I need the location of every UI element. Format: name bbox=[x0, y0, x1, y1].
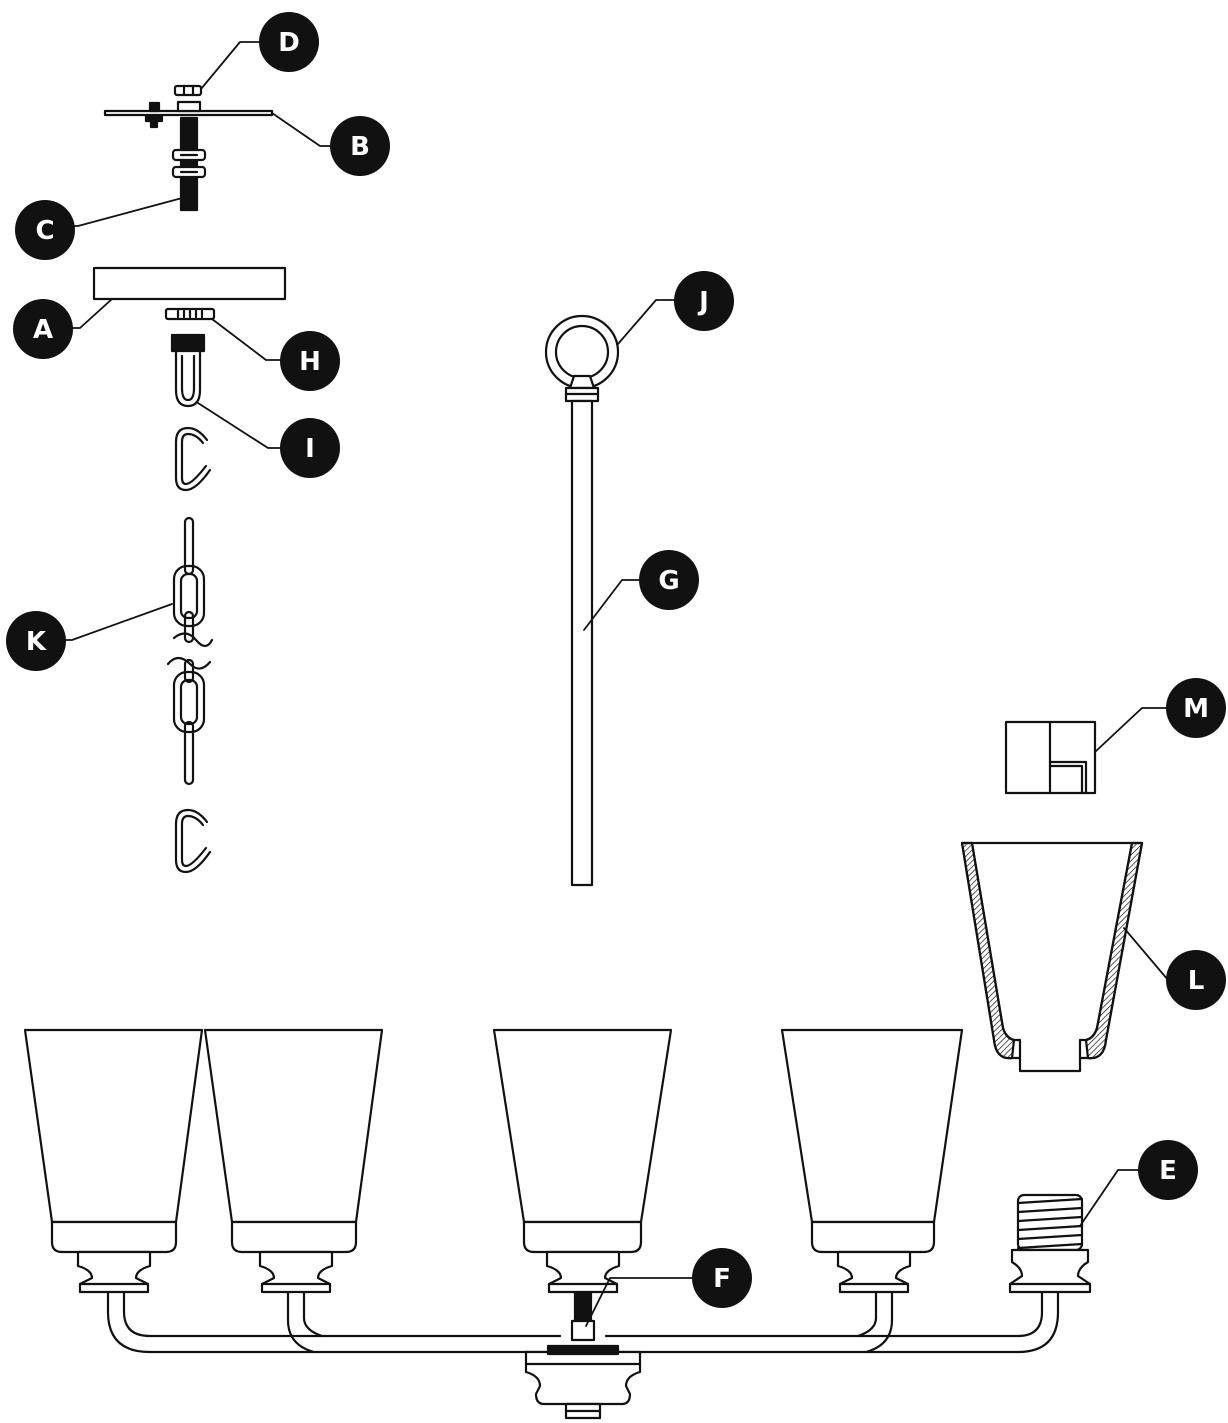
callout-L: L bbox=[1166, 950, 1226, 1010]
downrod-part bbox=[570, 399, 594, 887]
callout-I: I bbox=[280, 418, 340, 478]
callout-G: G bbox=[639, 550, 699, 610]
fixture-shade-4 bbox=[780, 1028, 964, 1294]
s-hook-upper bbox=[174, 426, 212, 492]
callout-label-G: G bbox=[658, 566, 679, 596]
box-part bbox=[1004, 720, 1097, 795]
s-hook-lower bbox=[174, 808, 212, 874]
callout-E: E bbox=[1138, 1140, 1198, 1200]
hex-nut-part bbox=[173, 84, 203, 97]
socket-part bbox=[1008, 1193, 1092, 1294]
callout-label-H: H bbox=[299, 347, 321, 377]
callout-M: M bbox=[1166, 678, 1226, 738]
callout-label-A: A bbox=[33, 315, 53, 345]
callout-label-I: I bbox=[305, 434, 315, 464]
glass-shade-part bbox=[960, 841, 1144, 1073]
callout-D: D bbox=[259, 12, 319, 72]
callout-J: J bbox=[674, 271, 734, 331]
callout-B: B bbox=[330, 116, 390, 176]
center-rod-part bbox=[570, 1291, 596, 1342]
threaded-nipple-part bbox=[171, 116, 207, 212]
callout-label-E: E bbox=[1159, 1156, 1177, 1186]
loop-part bbox=[170, 333, 206, 408]
fixture-shade-2 bbox=[203, 1028, 384, 1294]
callout-F: F bbox=[692, 1248, 752, 1308]
canopy-part bbox=[92, 266, 287, 301]
fixture-shade-1 bbox=[23, 1028, 204, 1294]
callout-label-L: L bbox=[1188, 966, 1205, 996]
callout-A: A bbox=[13, 299, 73, 359]
screw-collar-part bbox=[164, 307, 216, 321]
callout-label-C: C bbox=[35, 216, 54, 246]
callout-H: H bbox=[280, 331, 340, 391]
callout-label-K: K bbox=[26, 627, 47, 657]
callout-K: K bbox=[6, 611, 66, 671]
fixture-shade-3 bbox=[492, 1028, 673, 1294]
crossbar-part bbox=[103, 100, 274, 129]
callout-C: C bbox=[15, 200, 75, 260]
callout-label-F: F bbox=[713, 1264, 731, 1294]
callout-label-B: B bbox=[350, 132, 370, 162]
callout-label-J: J bbox=[697, 287, 709, 317]
ring-part bbox=[544, 314, 620, 403]
callout-label-D: D bbox=[278, 28, 300, 58]
chain-part bbox=[166, 516, 214, 786]
center-hub bbox=[524, 1344, 642, 1420]
callout-label-M: M bbox=[1183, 694, 1209, 724]
